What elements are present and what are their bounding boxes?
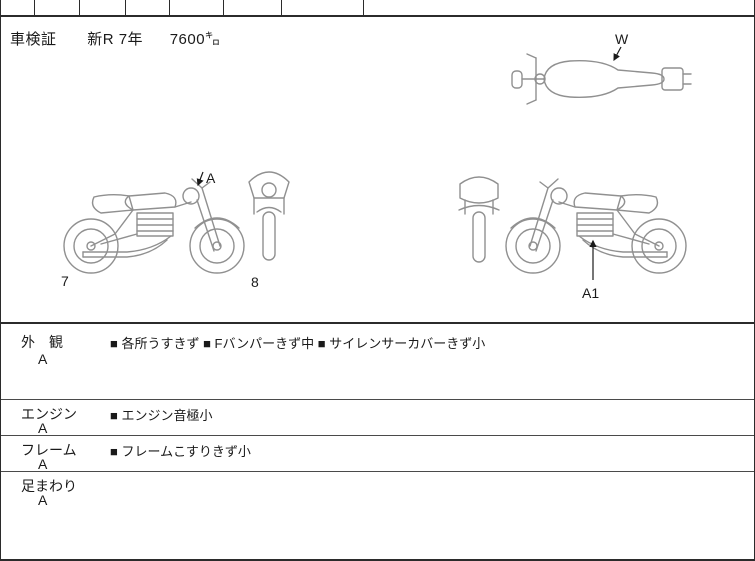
table-cell-divider xyxy=(125,0,126,15)
section-frame-comments: ■ フレームこすりきず小 xyxy=(110,444,251,459)
section-undercarriage-label: 足まわり xyxy=(21,478,77,494)
grading-sections: 外 観 A ■ 各所うすきず ■ Fバンパーきず中 ■ サイレンサーカバーきず小… xyxy=(1,322,754,559)
table-cell-divider xyxy=(281,0,282,15)
motorcycle-front-view xyxy=(248,171,290,261)
section-frame-grade: A xyxy=(38,456,48,472)
label-a1: A1 xyxy=(582,285,599,301)
table-cell-divider xyxy=(363,0,364,15)
table-cell-divider xyxy=(223,0,224,15)
label-8: 8 xyxy=(251,274,259,290)
table-cell-divider xyxy=(169,0,170,15)
label-w: W xyxy=(615,31,629,47)
section-engine-comments: ■ エンジン音極小 xyxy=(110,408,213,423)
table-cell-divider xyxy=(79,0,80,15)
a-pointer-arrow xyxy=(196,171,204,187)
mileage-value: 7600㌔ xyxy=(169,31,221,48)
section-exterior-grade: A xyxy=(38,351,48,367)
motorcycle-left-side-view xyxy=(63,178,245,274)
label-a: A xyxy=(206,170,216,186)
section-exterior-label: 外 観 xyxy=(21,334,63,350)
section-frame-label: フレーム xyxy=(21,442,77,458)
section-exterior-comments: ■ 各所うすきず ■ Fバンパーきず中 ■ サイレンサーカバーきず小 xyxy=(110,336,486,351)
section-engine-label: エンジン xyxy=(21,406,77,422)
section-engine: エンジン A ■ エンジン音極小 xyxy=(1,399,754,436)
section-undercarriage-grade: A xyxy=(38,492,48,508)
motorcycle-rear-view xyxy=(458,176,500,263)
top-table-row-stub xyxy=(1,0,754,17)
motorcycle-top-view xyxy=(511,53,692,105)
table-cell-divider xyxy=(34,0,35,15)
label-7: 7 xyxy=(61,273,69,289)
section-exterior: 外 観 A ■ 各所うすきず ■ Fバンパーきず中 ■ サイレンサーカバーきず小 xyxy=(1,324,754,399)
registration-value: 新R 7年 xyxy=(87,31,144,48)
inspection-diagram: W 7 A xyxy=(61,31,692,301)
motorcycle-right-side-view xyxy=(505,178,687,274)
w-pointer-arrow xyxy=(613,46,622,62)
section-frame: フレーム A ■ フレームこすりきず小 xyxy=(1,435,754,472)
section-undercarriage: 足まわり A xyxy=(1,471,754,559)
shaken-label: 車検証 xyxy=(10,31,57,48)
shaken-info-line: 車検証 新R 7年 7600㌔ xyxy=(10,28,221,49)
section-engine-grade: A xyxy=(38,420,48,436)
